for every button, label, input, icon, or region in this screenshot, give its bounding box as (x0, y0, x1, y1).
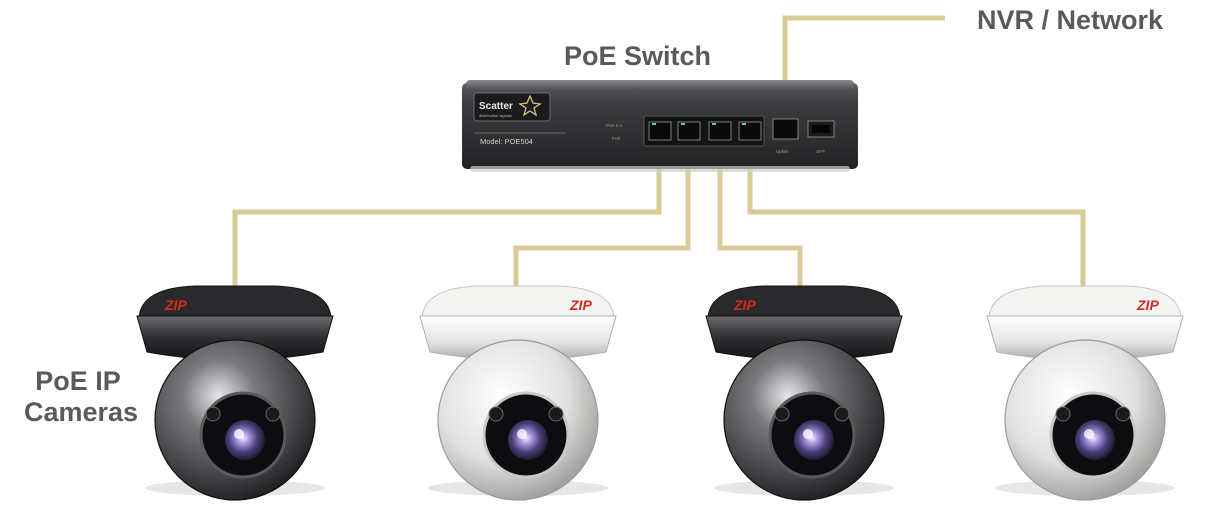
switch-port-leds (652, 123, 746, 125)
camera-mount-cap (988, 285, 1182, 319)
ir-led-icon (548, 406, 564, 422)
ir-led-icon (1055, 406, 1071, 422)
cameras-label-line-1: PoE IP (35, 366, 121, 396)
lens-highlight (1084, 429, 1094, 439)
switch-sfp-caption: SFP (816, 149, 825, 154)
switch-uplink-caption: Uplink (776, 149, 789, 154)
switch-port-4 (738, 121, 762, 141)
ir-led-icon (265, 406, 281, 422)
cable-port1-to-camera-1 (232, 140, 662, 290)
lens-highlight (517, 429, 527, 439)
switch-port-3 (708, 121, 732, 141)
camera-logo: ZIP (1136, 297, 1159, 313)
cables (232, 15, 1086, 292)
ir-led-icon (1115, 406, 1131, 422)
poe-ip-cameras-label: PoE IP Cameras (24, 366, 139, 428)
switch-port-caption-2: PoE (612, 136, 621, 141)
switch-sfp-inner (812, 125, 830, 133)
camera-mount-cap (707, 285, 901, 319)
cable-port3-to-camera-3 (717, 140, 803, 292)
switch-shadow (470, 166, 850, 172)
camera-mount-cap (138, 285, 332, 319)
nvr-network-label: NVR / Network (977, 5, 1164, 35)
camera-lens-icon (1075, 420, 1115, 460)
switch-brand-text: Scatter (479, 101, 513, 112)
switch-brand-badge (473, 92, 551, 122)
ir-led-icon (205, 406, 221, 422)
camera-lens-icon (225, 420, 265, 460)
ir-led-icon (488, 406, 504, 422)
port-led (652, 123, 656, 125)
switch-port-2 (677, 121, 701, 141)
ir-led-icon (834, 406, 850, 422)
dome-camera-2: ZIP (419, 285, 617, 501)
switch-port-block (643, 115, 765, 147)
camera-logo: ZIP (569, 297, 592, 313)
switch-ports (648, 121, 762, 141)
cable-port4-to-camera-4 (747, 140, 1086, 290)
poe-switch-label: PoE Switch (564, 41, 712, 71)
poe-switch: Scatter distribution signals Model: POE5… (462, 80, 858, 172)
port-led (712, 123, 716, 125)
dome-camera-4: ZIP (986, 285, 1184, 501)
switch-brand-tagline: distribution signals (479, 113, 512, 118)
switch-uplink-port (772, 118, 799, 140)
cable-port2-to-camera-2 (513, 140, 691, 292)
dome-camera-3: ZIP (705, 285, 903, 501)
switch-top-edge (466, 80, 854, 90)
switch-port-1 (648, 121, 672, 141)
switch-model-text: Model: POE504 (480, 137, 533, 146)
ir-led-icon (774, 406, 790, 422)
camera-mount-cap (421, 285, 615, 319)
port-led (681, 123, 685, 125)
camera-lens-icon (794, 420, 834, 460)
camera-logo: ZIP (733, 297, 756, 313)
scatter-star-icon (518, 94, 542, 117)
lens-highlight (234, 429, 244, 439)
dome-camera-1: ZIP (136, 285, 334, 501)
cameras-group: ZIP ZIP ZIP ZIP (136, 285, 1184, 501)
lens-highlight (803, 429, 813, 439)
camera-logo: ZIP (164, 297, 187, 313)
port-led (742, 123, 746, 125)
switch-port-caption-1: Port 1-4 (606, 123, 623, 128)
cameras-label-line-2: Cameras (24, 397, 139, 427)
camera-lens-icon (508, 420, 548, 460)
